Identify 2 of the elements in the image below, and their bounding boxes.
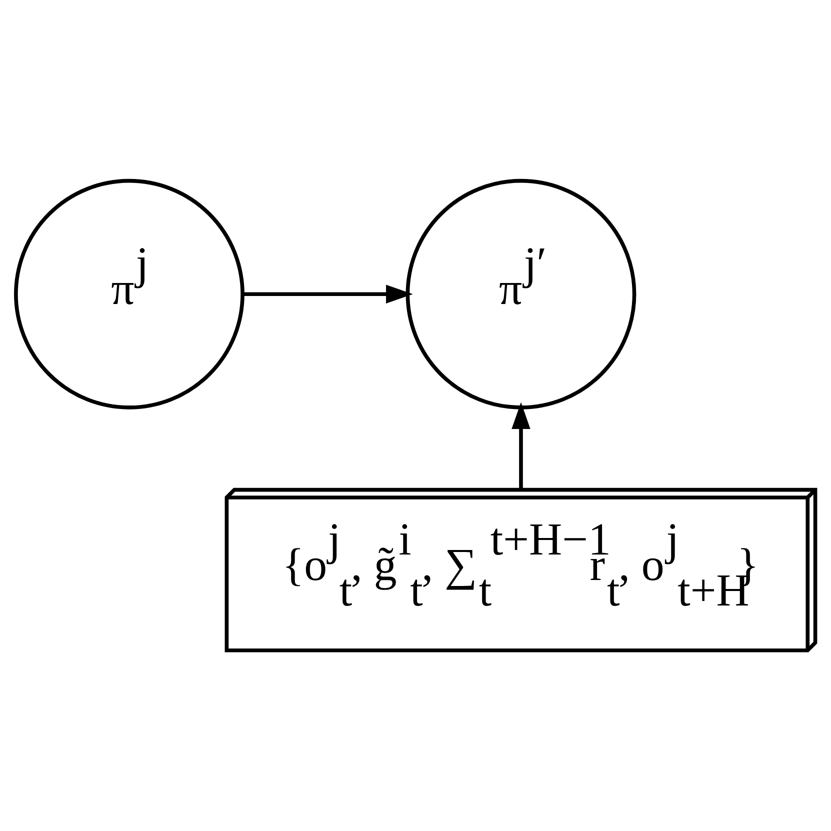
arrow xyxy=(243,284,413,304)
arrow xyxy=(512,402,530,490)
